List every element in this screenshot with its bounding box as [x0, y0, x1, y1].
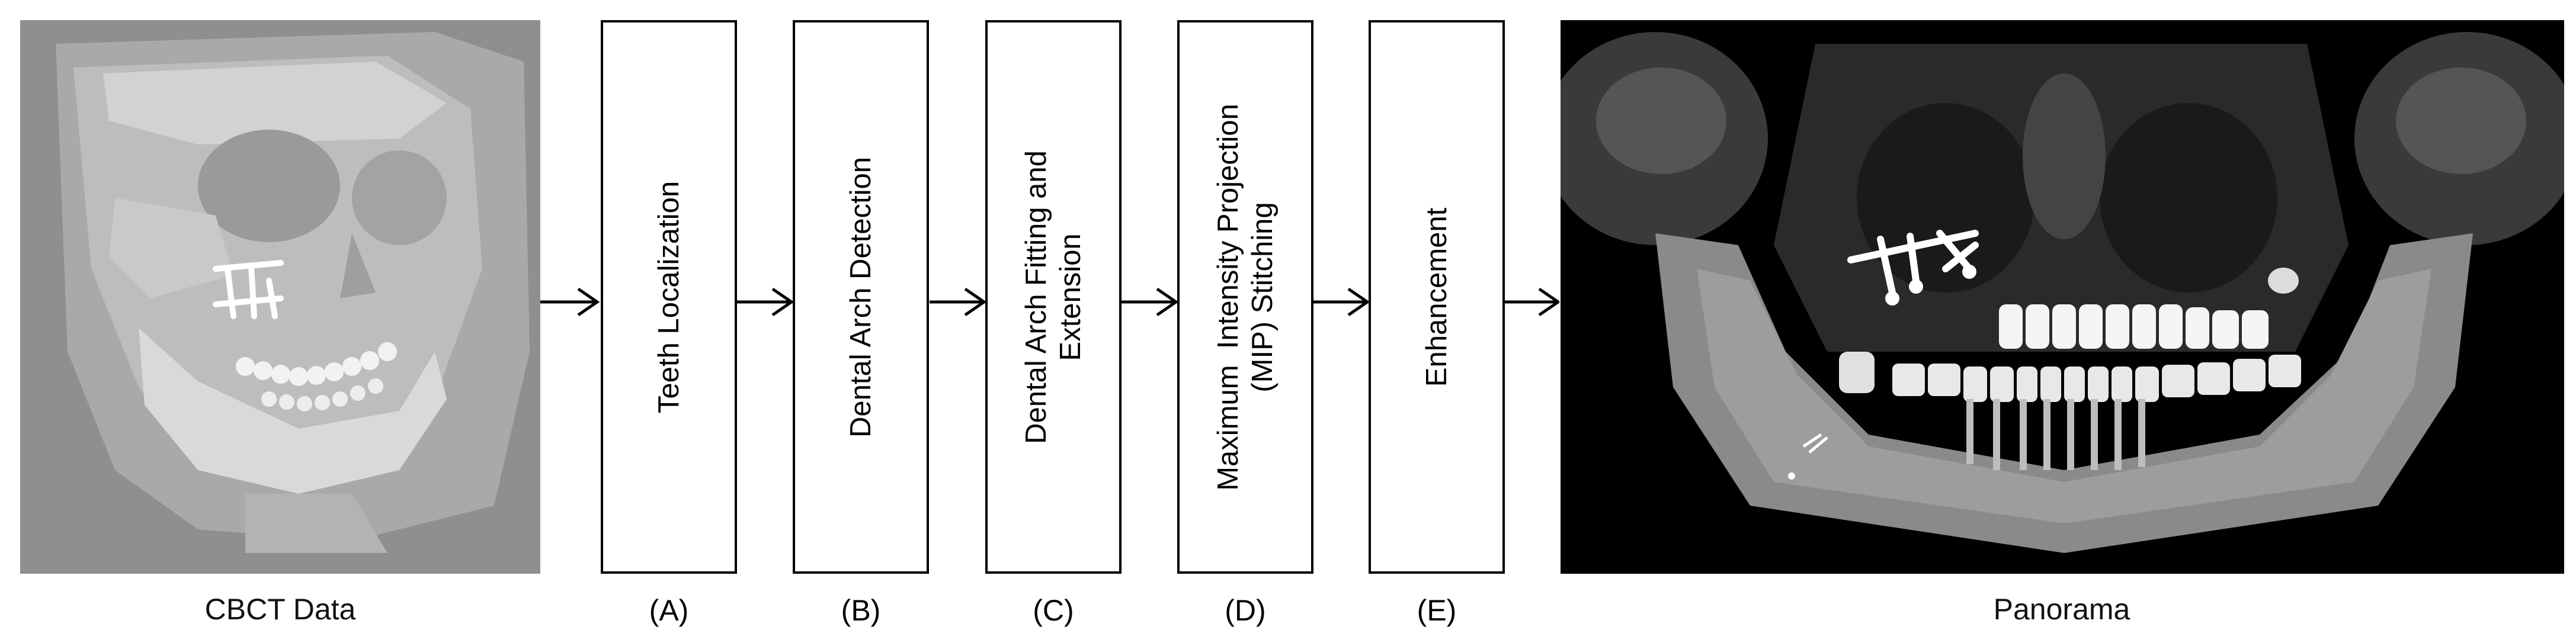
arrow-e-to-output	[1504, 287, 1559, 317]
cbct-caption: CBCT Data	[204, 593, 356, 626]
arrow-b-to-c	[930, 287, 985, 317]
step-box-enhancement: Enhancement	[1369, 20, 1505, 574]
panorama-xray-illustration	[1543, 20, 2576, 574]
step-text-a: Teeth Localization	[652, 181, 686, 413]
panorama-image	[1543, 20, 2576, 574]
step-box-dental-arch-detection: Dental Arch Detection	[793, 20, 929, 574]
arrow-input-to-a	[540, 287, 600, 317]
step-box-dental-arch-fitting: Dental Arch Fitting and Extension	[985, 20, 1122, 574]
step-text-c: Dental Arch Fitting and Extension	[1019, 150, 1088, 444]
step-d-line-2: (MIP) Stitching	[1247, 201, 1279, 393]
arrow-a-to-b	[737, 287, 793, 317]
step-c-line-1: Dental Arch Fitting and	[1020, 150, 1052, 444]
panorama-caption: Panorama	[1993, 593, 2130, 626]
step-label-c: (C)	[1033, 594, 1074, 627]
step-box-teeth-localization: Teeth Localization	[601, 20, 737, 574]
arrow-d-to-e	[1313, 287, 1369, 317]
step-text-e: Enhancement	[1420, 207, 1454, 386]
step-a-line-1: Teeth Localization	[653, 181, 685, 413]
step-label-a: (A)	[649, 594, 689, 627]
step-e-line-1: Enhancement	[1421, 207, 1453, 387]
cbct-skull-illustration	[20, 20, 540, 574]
step-label-e: (E)	[1417, 594, 1457, 627]
step-text-b: Dental Arch Detection	[844, 157, 878, 438]
step-box-mip-stitching: Maximum Intensity Projection (MIP) Stitc…	[1177, 20, 1313, 574]
step-b-line-1: Dental Arch Detection	[845, 156, 877, 438]
arrow-c-to-d	[1122, 287, 1177, 317]
step-text-d: Maximum Intensity Projection (MIP) Stitc…	[1211, 104, 1280, 491]
cbct-image	[20, 20, 540, 574]
step-c-line-2: Extension	[1055, 233, 1087, 361]
step-d-line-1: Maximum Intensity Projection	[1212, 103, 1244, 491]
step-label-b: (B)	[841, 594, 881, 627]
step-label-d: (D)	[1225, 594, 1266, 627]
